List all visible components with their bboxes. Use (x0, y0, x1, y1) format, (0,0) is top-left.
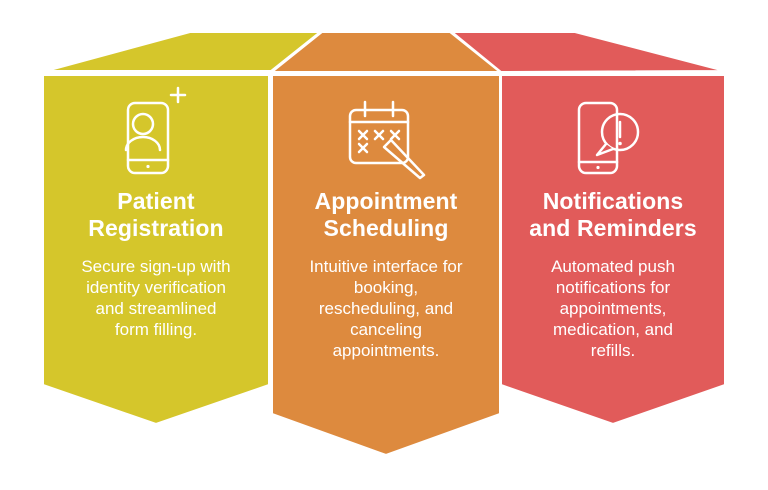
card-title: Notifications and Reminders (529, 188, 697, 241)
card-banner-shape (271, 74, 501, 456)
phone-alert-icon (501, 85, 725, 180)
card-description: Intuitive interface for booking, resched… (309, 257, 463, 360)
card-description: Automated push notifications for appoint… (551, 257, 675, 360)
calendar-edit-icon (272, 85, 500, 180)
card-notifications-and-reminders: Notifications and Reminders Automated pu… (501, 0, 725, 460)
card-title: Patient Registration (88, 188, 224, 241)
card-patient-registration: Patient Registration Secure sign-up with… (43, 0, 269, 460)
phone-add-user-icon (43, 85, 269, 180)
card-title: Appointment Scheduling (314, 188, 458, 241)
card-roof-shape (271, 31, 501, 73)
card-description: Secure sign-up with identity verificatio… (81, 257, 231, 339)
card-roof-shape (451, 31, 726, 73)
card-banner-shape (42, 74, 270, 425)
card-banner-shape (500, 74, 726, 425)
card-roof-shape (45, 31, 321, 72)
card-appointment-scheduling: Appointment Scheduling Intuitive interfa… (272, 0, 500, 460)
